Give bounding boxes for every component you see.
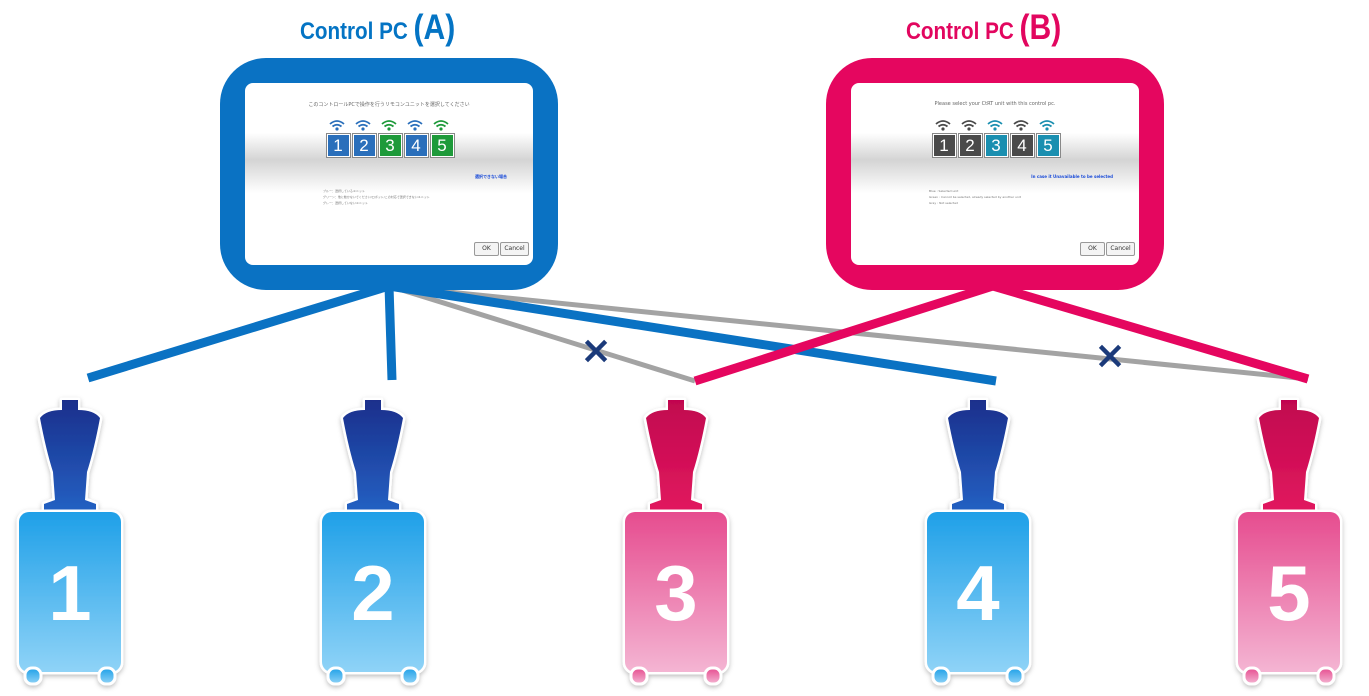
wire-A-to-unit-3-blocked xyxy=(388,283,696,384)
wire-A-to-unit-4 xyxy=(388,281,997,386)
unit-tile-number: 4 xyxy=(404,134,428,157)
wifi-icon xyxy=(379,119,400,131)
wifi-icon xyxy=(933,119,954,131)
unit-number: 1 xyxy=(48,549,91,637)
unit-3: 3 xyxy=(616,392,736,696)
unit-tile-number: 5 xyxy=(1036,134,1060,157)
dialog-prompt: Please select your CtRT unit with this c… xyxy=(934,101,1056,107)
legend-line: グレー：選択していないユニット xyxy=(323,201,368,205)
dialog-legend: Blue : Selected unit Green : Cannot be s… xyxy=(929,188,1021,206)
unit-4: 4 xyxy=(918,392,1038,696)
wifi-icon xyxy=(431,119,452,131)
unit-tile-number: 2 xyxy=(958,134,982,157)
legend-line: Gray : Not selected xyxy=(929,201,958,205)
unit-1: 1 xyxy=(10,392,130,696)
cancel-button[interactable]: Cancel xyxy=(1106,242,1135,256)
dialog-prompt: このコントロールPCで操作を行うリモコンユニットを選択してください xyxy=(308,102,470,108)
unit-tile-number: 5 xyxy=(430,134,454,157)
control-pc-b-dialog: Please select your CtRT unit with this c… xyxy=(851,83,1139,265)
blocked-cross-icon: × xyxy=(580,328,612,372)
unit-tile-number: 1 xyxy=(932,134,956,157)
unit-tile-3[interactable]: 3 xyxy=(984,119,1008,157)
wire-B-to-unit-3 xyxy=(693,281,995,386)
dialog-warning-link[interactable]: 選択できない場合 xyxy=(475,174,507,179)
dialog-warning-link[interactable]: In case it Unavailable to be selected xyxy=(1031,174,1113,179)
mannequin-robot-icon: 4 xyxy=(924,397,1032,686)
unit-number: 4 xyxy=(956,549,999,637)
control-pc-a-title: Control PC (A) xyxy=(300,8,455,48)
wifi-icon xyxy=(1037,119,1058,131)
unit-number: 3 xyxy=(654,549,697,637)
mannequin-robot-icon: 1 xyxy=(16,397,124,686)
unit-tile-number: 3 xyxy=(984,134,1008,157)
ok-button[interactable]: OK xyxy=(474,242,499,256)
unit-tile-number: 4 xyxy=(1010,134,1034,157)
legend-line: ブルー：選択しているユニット xyxy=(323,189,365,193)
blocked-cross-icon: × xyxy=(1094,333,1126,377)
unit-5: 5 xyxy=(1229,392,1349,696)
unit-tile-1[interactable]: 1 xyxy=(932,119,956,157)
legend-line: Blue : Selected unit xyxy=(929,189,959,193)
unit-tile-number: 2 xyxy=(352,134,376,157)
control-pc-b-title-text: Control PC xyxy=(906,18,1020,45)
wire-A-to-unit-1 xyxy=(86,281,391,383)
mannequin-robot-icon: 5 xyxy=(1235,397,1343,686)
ok-button[interactable]: OK xyxy=(1080,242,1105,256)
wifi-icon xyxy=(985,119,1006,131)
mannequin-robot-icon: 2 xyxy=(319,397,427,686)
wire-A-to-unit-2 xyxy=(384,285,397,381)
wifi-icon xyxy=(1011,119,1032,131)
unit-tile-number: 1 xyxy=(326,134,350,157)
unit-tile-4[interactable]: 4 xyxy=(404,119,428,157)
wifi-icon xyxy=(353,119,374,131)
legend-line: グリーン：他に動かないでください/ロボット/この対応で選択できないユニット xyxy=(323,195,430,199)
unit-tile-5[interactable]: 5 xyxy=(430,119,454,157)
unit-tile-2[interactable]: 2 xyxy=(352,119,376,157)
unit-tile-number: 3 xyxy=(378,134,402,157)
control-pc-a-title-text: Control PC xyxy=(300,18,414,45)
cancel-button[interactable]: Cancel xyxy=(500,242,529,256)
dialog-legend: ブルー：選択しているユニット グリーン：他に動かないでください/ロボット/この対… xyxy=(323,188,430,206)
unit-tile-5[interactable]: 5 xyxy=(1036,119,1060,157)
unit-2: 2 xyxy=(313,392,433,696)
wifi-icon xyxy=(327,119,348,131)
control-pc-a-letter: (A) xyxy=(413,8,456,47)
unit-tile-2[interactable]: 2 xyxy=(958,119,982,157)
wifi-icon xyxy=(405,119,426,131)
wire-B-to-unit-5 xyxy=(991,281,1310,384)
unit-tile-1[interactable]: 1 xyxy=(326,119,350,157)
control-pc-b-monitor: Please select your CtRT unit with this c… xyxy=(826,58,1164,290)
control-pc-b-letter: (B) xyxy=(1019,8,1062,47)
control-pc-b-title: Control PC (B) xyxy=(906,8,1061,48)
unit-tile-4[interactable]: 4 xyxy=(1010,119,1034,157)
mannequin-robot-icon: 3 xyxy=(622,397,730,686)
unit-tile-3[interactable]: 3 xyxy=(378,119,402,157)
unit-number: 5 xyxy=(1267,549,1310,637)
legend-line: Green : Cannot be selected, already sele… xyxy=(929,195,1021,199)
unit-number: 2 xyxy=(351,549,394,637)
wifi-icon xyxy=(959,119,980,131)
